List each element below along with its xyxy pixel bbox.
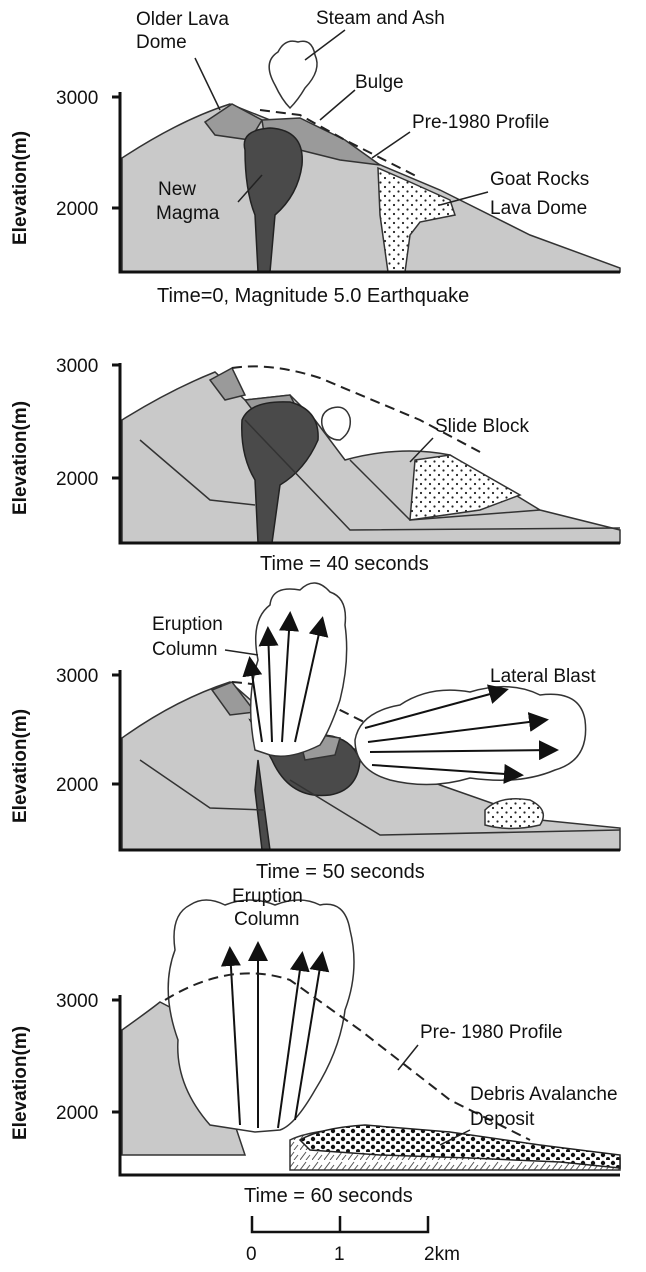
y-tick-2000: 2000 — [56, 199, 98, 220]
scale-tick-1: 1 — [334, 1244, 345, 1265]
goat-rocks-remnant — [485, 799, 543, 829]
y-tick-3000: 3000 — [56, 666, 98, 687]
label-older-lava-dome-1: Older Lava — [136, 9, 229, 30]
panel-time-60: 3000 2000 Elevation(m) Eruption Column P… — [10, 886, 620, 1207]
panel-2-caption: Time = 40 seconds — [260, 553, 429, 575]
label-eruption-column-2: Column — [234, 909, 299, 930]
y-axis-label: Elevation(m) — [10, 709, 31, 823]
steam-and-ash-cloud — [269, 41, 317, 108]
label-new-magma-2: Magma — [156, 203, 220, 224]
y-tick-3000: 3000 — [56, 991, 98, 1012]
panel-time-50: 3000 2000 Elevation(m) Eruption Column L… — [10, 583, 620, 883]
label-debris-avalanche-2: Deposit — [470, 1109, 535, 1130]
y-axis-label: Elevation(m) — [10, 131, 31, 245]
eruption-column-cloud — [168, 900, 354, 1132]
label-pre-1980-profile: Pre-1980 Profile — [412, 112, 549, 133]
panel-time-0: 3000 2000 Elevation(m) Older Lava Dome S… — [10, 8, 620, 307]
panel-time-40: 3000 2000 Elevation(m) Slide Block Time … — [10, 356, 620, 575]
volcano-ground — [122, 372, 620, 543]
lateral-blast-cloud — [355, 687, 586, 785]
label-goat-rocks-1: Goat Rocks — [490, 169, 589, 190]
label-debris-avalanche-1: Debris Avalanche — [470, 1084, 618, 1105]
scale-tick-2km: 2km — [424, 1244, 460, 1265]
panel-1-caption: Time=0, Magnitude 5.0 Earthquake — [157, 285, 469, 307]
label-slide-block: Slide Block — [435, 416, 529, 437]
y-tick-2000: 2000 — [56, 1103, 98, 1124]
scale-tick-0: 0 — [246, 1244, 257, 1265]
y-tick-3000: 3000 — [56, 356, 98, 377]
label-older-lava-dome-2: Dome — [136, 32, 187, 53]
scale-bar: 0 1 2km — [246, 1216, 460, 1265]
label-steam-and-ash: Steam and Ash — [316, 8, 445, 29]
panel-4-caption: Time = 60 seconds — [244, 1185, 413, 1207]
y-tick-2000: 2000 — [56, 775, 98, 796]
label-pre-1980-profile: Pre- 1980 Profile — [420, 1022, 563, 1043]
label-goat-rocks-2: Lava Dome — [490, 198, 587, 219]
y-tick-2000: 2000 — [56, 469, 98, 490]
eruption-column-cloud — [251, 583, 347, 756]
label-eruption-column-1: Eruption — [232, 886, 303, 907]
panel-3-caption: Time = 50 seconds — [256, 861, 425, 883]
label-eruption-column-2: Column — [152, 639, 217, 660]
label-bulge: Bulge — [355, 72, 404, 93]
label-eruption-column-1: Eruption — [152, 614, 223, 635]
y-axis-label: Elevation(m) — [10, 401, 31, 515]
y-tick-3000: 3000 — [56, 88, 98, 109]
y-axis-label: Elevation(m) — [10, 1026, 31, 1140]
label-lateral-blast: Lateral Blast — [490, 666, 596, 687]
label-new-magma-1: New — [158, 179, 196, 200]
